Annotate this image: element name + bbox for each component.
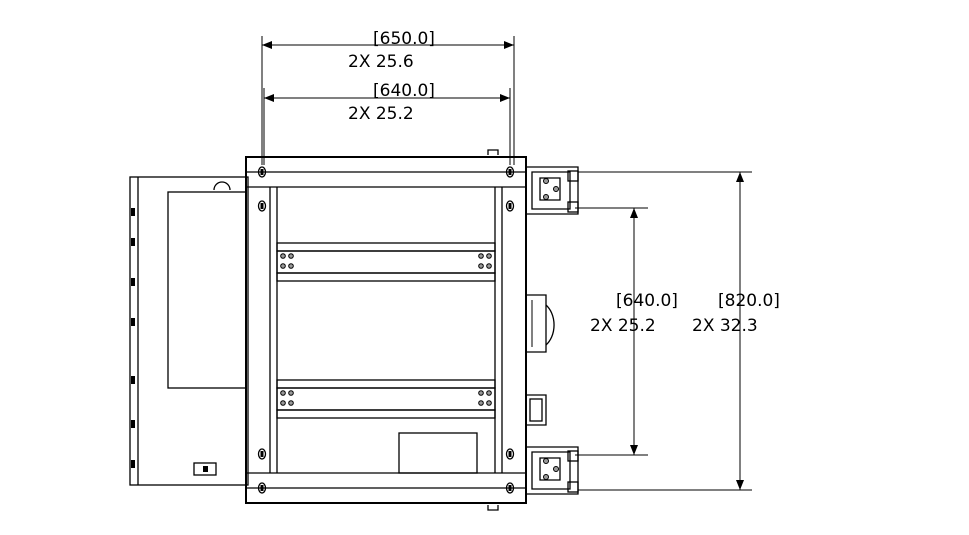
side-handle (526, 294, 555, 353)
dimension-right-inner (575, 207, 648, 456)
dim-top-outer-imperial: 2X 25.6 (348, 52, 414, 72)
dim-right-inner-metric: [640.0] (616, 291, 678, 311)
dimension-top-outer (261, 36, 515, 165)
mounting-slots (257, 166, 515, 494)
dim-right-outer-imperial: 2X 32.3 (692, 316, 758, 336)
dim-right-outer-metric: [820.0] (718, 291, 780, 311)
dimension-top-inner (263, 88, 511, 165)
door-hinge-marks (131, 208, 135, 468)
cutout-panel (398, 432, 478, 474)
lower-bracket (526, 446, 579, 495)
dim-top-inner-imperial: 2X 25.2 (348, 104, 414, 124)
dim-right-inner-imperial: 2X 25.2 (590, 316, 656, 336)
dim-top-inner-metric: [640.0] (373, 81, 435, 101)
side-door-panel (129, 176, 249, 486)
lower-rail (276, 379, 496, 419)
side-latch (526, 394, 547, 426)
upper-rail (276, 242, 496, 282)
rail-holes (280, 253, 492, 406)
dim-top-outer-metric: [650.0] (373, 29, 435, 49)
main-frame (245, 149, 527, 511)
upper-bracket (526, 166, 579, 215)
dimension-right-outer (578, 171, 752, 491)
